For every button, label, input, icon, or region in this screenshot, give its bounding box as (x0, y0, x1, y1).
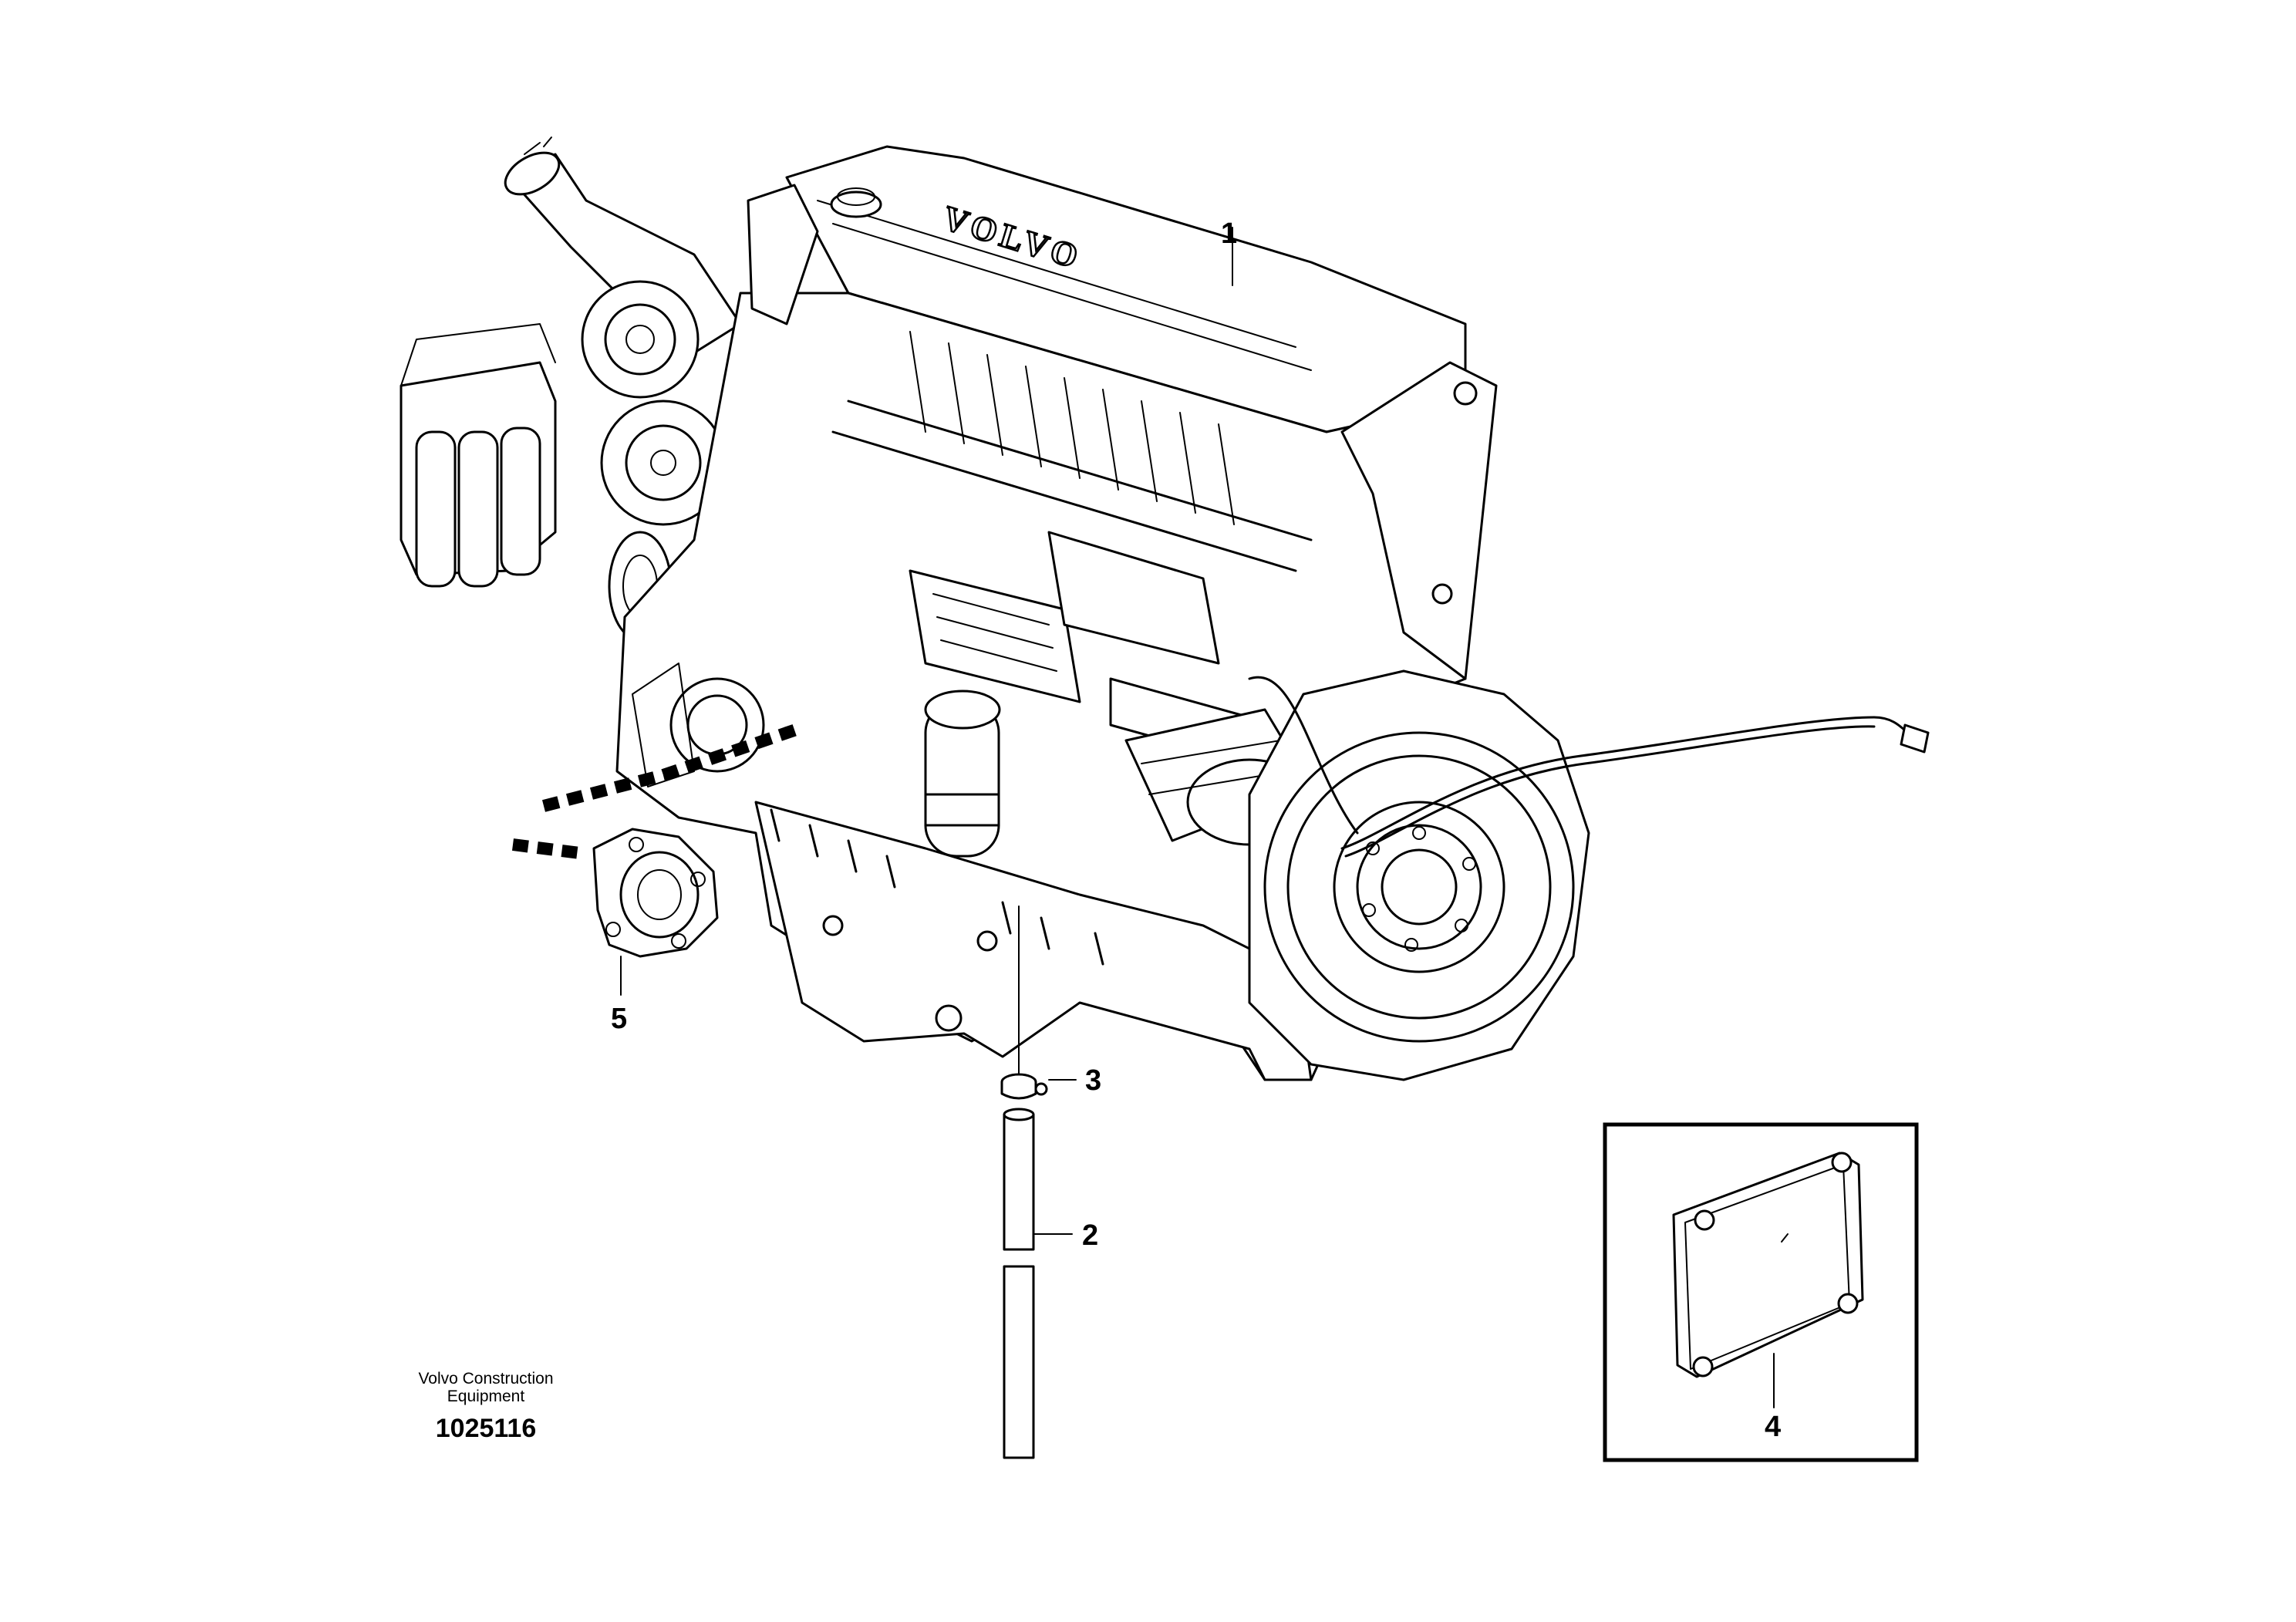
engine-assembly[interactable]: VOLVO (400, 137, 1930, 1081)
fuel-filter (924, 690, 1001, 858)
brand-line-1: Volvo Construction (418, 1370, 553, 1388)
brand-line-2: Equipment (447, 1388, 525, 1405)
callout-2[interactable]: 2 (1082, 1219, 1098, 1252)
installation-path-dashed (511, 723, 801, 860)
cover-plate[interactable] (1672, 1152, 1864, 1378)
callout-3[interactable]: 3 (1085, 1064, 1101, 1097)
callout-5[interactable]: 5 (611, 1003, 627, 1035)
turbocharger (581, 280, 727, 526)
dipstick-tube[interactable] (1000, 905, 1038, 1459)
flywheel-housing (1248, 669, 1590, 1081)
oil-filter-group (400, 323, 557, 588)
callout-1[interactable]: 1 (1221, 218, 1237, 250)
engine-block: VOLVO (615, 145, 1930, 1081)
removed-component[interactable] (592, 828, 719, 958)
tube-clamp[interactable] (1000, 1073, 1048, 1100)
drawing-number: 1025116 (436, 1414, 537, 1443)
callout-4[interactable]: 4 (1765, 1411, 1781, 1443)
